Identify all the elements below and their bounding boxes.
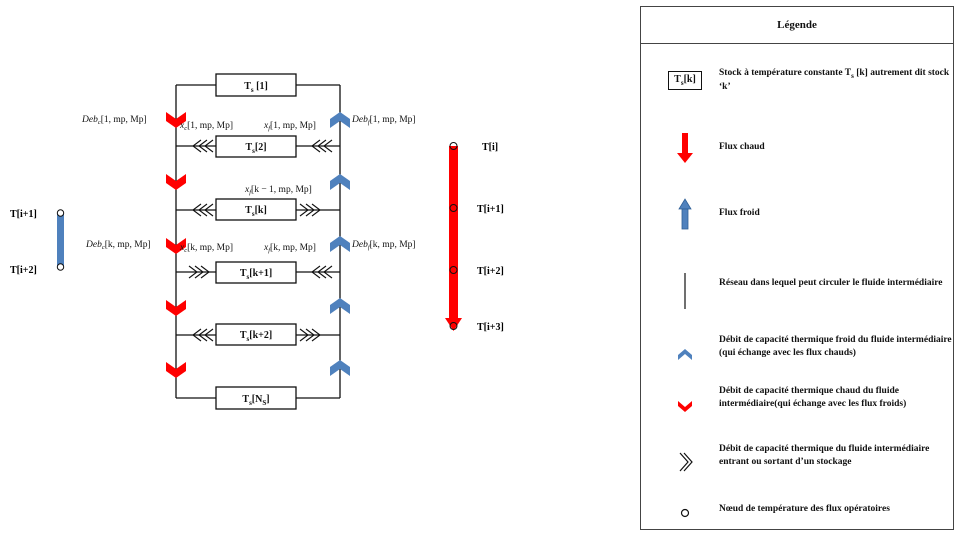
- cold-node-label-2: T[i+2]: [10, 265, 37, 276]
- stock-boxes: [215, 73, 297, 410]
- hot-chevron-icon: [166, 174, 186, 190]
- hot-stream: T[i] T[i+1] T[i+2] T[i+3]: [445, 142, 504, 333]
- legend-text-hot-chevron: Débit de capacité thermique chaud du flu…: [719, 386, 907, 409]
- annotation-x-c-k: xc[k, mp, Mp]: [179, 243, 233, 254]
- legend-text-network: Réseau dans lequel peut circuler le flui…: [719, 278, 943, 288]
- double-chevron-icon: [655, 451, 715, 478]
- legend-text-node: Nœud de température des flux opératoires: [719, 504, 890, 514]
- legend-item-stock: Ts[k] Stock à température constante Ts […: [641, 61, 953, 101]
- stock-box-2: [215, 135, 297, 158]
- cold-chevron-icon: [330, 298, 350, 314]
- annotation-deb-c-1: Debc[1, mp, Mp]: [81, 115, 147, 126]
- legend-panel: Légende Ts[k] Stock à température consta…: [640, 6, 954, 530]
- legend-item-cold-flux: Flux froid: [641, 197, 953, 231]
- annotation-x-f-1: xf[1, mp, Mp]: [263, 121, 316, 132]
- stock-box-ns: [215, 386, 297, 410]
- node-circle-icon: [56, 263, 65, 271]
- legend-item-network: Réseau dans lequel peut circuler le flui…: [641, 269, 953, 313]
- storage-network-diagram: Ts [1] Ts[2] Ts[k] Ts[k+1] Ts[k+2] Ts[NS…: [10, 73, 504, 410]
- legend-item-node: Nœud de température des flux opératoires: [641, 503, 953, 531]
- stock-label-ns: Ts[NS]: [242, 394, 269, 407]
- legend-text-double-chevron: Débit de capacité thermique du fluide in…: [719, 444, 930, 467]
- network-lines: [175, 84, 341, 399]
- hot-chevron-icon: [166, 112, 186, 128]
- legend-item-hot-chevron: Débit de capacité thermique chaud du flu…: [641, 383, 953, 431]
- stock-box-k: [215, 198, 297, 221]
- cold-chevron-icon: [330, 360, 350, 376]
- double-chevrons: [188, 139, 333, 342]
- stock-box-k2: [215, 323, 297, 346]
- double-chevron-right-icon: [188, 265, 210, 279]
- double-chevron-left-icon: [192, 203, 214, 217]
- annotation-deb-f-1: Debf[1, mp, Mp]: [351, 115, 416, 126]
- annotation-x-f-km1: xf[k − 1, mp, Mp]: [244, 185, 312, 196]
- annotation-x-c-1: xc[1, mp, Mp]: [179, 121, 233, 132]
- hot-arrow-icon: [655, 131, 715, 170]
- legend-text-cold-flux: Flux froid: [719, 208, 760, 218]
- hot-chevron-icon: [166, 300, 186, 316]
- stock-box-icon: Ts[k]: [655, 69, 715, 90]
- node-circle-icon: [449, 322, 458, 330]
- node-circle-icon: [56, 209, 65, 217]
- legend-item-hot-flux: Flux chaud: [641, 131, 953, 165]
- double-chevron-right-icon: [299, 328, 321, 342]
- cold-arrow-icon: [655, 197, 715, 236]
- cold-chevron-icon: [330, 174, 350, 190]
- stock-box-k1: [215, 261, 297, 284]
- cold-stream: T[i+1] T[i+2]: [10, 209, 65, 276]
- hot-chevrons: [166, 112, 186, 378]
- stock-box-1: [215, 73, 297, 97]
- hot-chevron-icon: [655, 399, 715, 418]
- hot-node-label-2: T[i+1]: [477, 204, 504, 215]
- node-circle-icon: [449, 266, 458, 274]
- stock-label-k: Ts[k]: [245, 205, 267, 218]
- hot-chevron-icon: [166, 362, 186, 378]
- stock-label-k2: Ts[k+2]: [240, 330, 272, 343]
- double-chevron-right-icon: [299, 203, 321, 217]
- hot-chevron-icon: [166, 238, 186, 254]
- stock-label-2: Ts[2]: [245, 142, 266, 155]
- cold-chevron-icon: [655, 348, 715, 367]
- cold-chevrons: [330, 112, 350, 376]
- cold-node-label-1: T[i+1]: [10, 209, 37, 220]
- legend-title: Légende: [641, 7, 953, 44]
- legend-text-cold-chevron: Débit de capacité thermique froid du flu…: [719, 335, 952, 358]
- stock-label-1: Ts [1]: [244, 81, 268, 94]
- annotation-deb-f-k: Debf[k, mp, Mp]: [351, 240, 416, 251]
- cold-chevron-icon: [330, 112, 350, 128]
- annotation-deb-c-k: Debc[k, mp, Mp]: [85, 240, 151, 251]
- stock-label-k1: Ts[k+1]: [240, 268, 272, 281]
- annotation-x-f-k: xf[k, mp, Mp]: [263, 243, 316, 254]
- node-circle-icon: [655, 506, 715, 524]
- legend-item-double-chevron: Débit de capacité thermique du fluide in…: [641, 441, 953, 489]
- hot-node-label-3: T[i+2]: [477, 266, 504, 277]
- legend-item-cold-chevron: Débit de capacité thermique froid du flu…: [641, 332, 953, 380]
- legend-text-stock: Stock à température constante Ts [k] aut…: [719, 68, 950, 93]
- network-line-icon: [655, 269, 715, 318]
- hot-node-label-1: T[i]: [482, 142, 498, 153]
- double-chevron-left-icon: [192, 139, 214, 153]
- double-chevron-left-icon: [192, 328, 214, 342]
- double-chevron-left-icon: [311, 139, 333, 153]
- cold-chevron-icon: [330, 236, 350, 252]
- node-circle-icon: [449, 142, 458, 150]
- hot-node-label-4: T[i+3]: [477, 322, 504, 333]
- legend-text-hot-flux: Flux chaud: [719, 142, 765, 152]
- double-chevron-left-icon: [311, 265, 333, 279]
- node-circle-icon: [449, 204, 458, 212]
